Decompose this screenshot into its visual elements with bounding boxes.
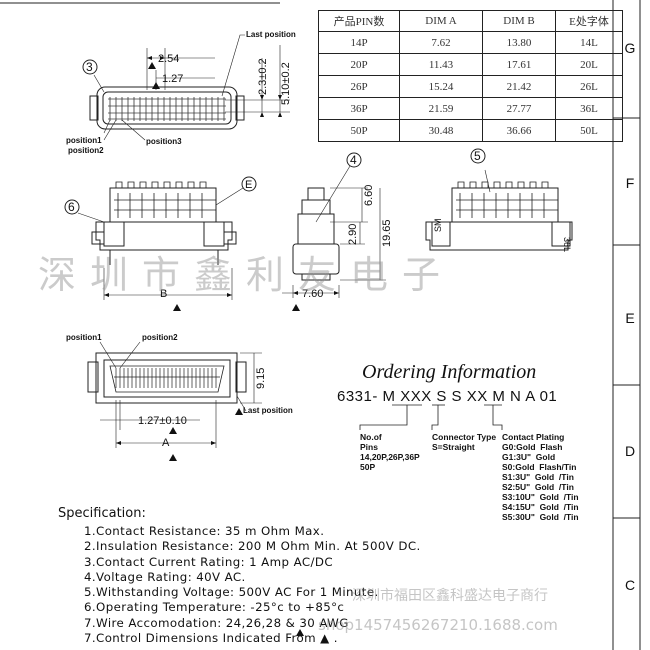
dim-pitch-bottom: 1.27±0.10 — [138, 415, 187, 427]
spec-item: 6.Operating Temperature: -25°c to +85°c — [84, 600, 345, 615]
table-header: DIM B — [482, 10, 556, 32]
contact-plating-note: Contact Plating G0:Gold Flash G1:3U" Gol… — [502, 432, 579, 522]
callout-4: 4 — [350, 153, 357, 167]
control-dim-marker — [148, 62, 156, 69]
dim-2-90: 2.90 — [347, 224, 359, 245]
table-cell: 21.42 — [482, 75, 556, 98]
table-row: 14P 7.62 13.80 14L — [318, 31, 623, 54]
spec-item: 2.Insulation Resistance: 200 M Ohm Min. … — [84, 539, 421, 554]
table-cell: 13.80 — [482, 31, 556, 54]
zone-label-g: G — [624, 40, 636, 56]
dim-6-60: 6.60 — [363, 185, 375, 206]
label-36l: 36L — [562, 237, 572, 252]
spec-item: 3.Contact Current Rating: 1 Amp AC/DC — [84, 554, 333, 569]
side-view — [282, 152, 386, 298]
table-row: 20P 11.43 17.61 20L — [318, 53, 623, 76]
ordering-title: Ordering Information — [362, 361, 537, 383]
table-cell: 14L — [555, 31, 623, 54]
callout-e: E — [245, 179, 252, 191]
position2-top: position2 — [68, 146, 104, 155]
dim-2-3: 2.3±0.2 — [257, 58, 269, 95]
dim-5-10: 5.10±0.2 — [280, 62, 292, 105]
zone-label-c: C — [624, 577, 636, 593]
table-row: 26P 15.24 21.42 26L — [318, 75, 623, 98]
table-cell: 36.66 — [482, 119, 556, 142]
table-header-row: 产品PIN数 DIM A DIM B E处字体 — [318, 10, 623, 32]
table-cell: 21.59 — [399, 97, 483, 120]
table-cell: 15.24 — [399, 75, 483, 98]
specification-list: 1.Contact Resistance: 35 m Ohm Max. 2.In… — [84, 524, 421, 646]
callout-5: 5 — [474, 149, 481, 163]
spec-item: 1.Contact Resistance: 35 m Ohm Max. — [84, 524, 325, 538]
position1-bottom: position1 — [66, 333, 102, 342]
table-cell: 36P — [318, 97, 400, 120]
table-header: 产品PIN数 — [318, 10, 400, 32]
spec-item: 4.Voltage Rating: 40V AC. — [84, 569, 246, 584]
rear-view — [425, 148, 573, 251]
dim-b: B — [160, 288, 167, 300]
watermark-company-small: 深圳市福田区鑫科盛达电子商行 — [352, 588, 548, 604]
specification-title: Specification: — [58, 506, 146, 521]
position2-bottom: position2 — [142, 333, 178, 342]
table-cell: 50L — [555, 119, 623, 142]
table-cell: 11.43 — [399, 53, 483, 76]
top-view — [82, 34, 290, 141]
callout-6: 6 — [68, 200, 75, 214]
dim-9-15: 9.15 — [255, 368, 267, 389]
dimension-table: 产品PIN数 DIM A DIM B E处字体 14P 7.62 13.80 1… — [318, 10, 623, 142]
watermark-site: shop1457456267210.1688.com — [318, 616, 558, 634]
table-cell: 14P — [318, 31, 400, 54]
dim-2-54: 2.54 — [158, 53, 179, 65]
position3-top: position3 — [146, 137, 182, 146]
table-cell: 20L — [555, 53, 623, 76]
zone-label-e: E — [625, 310, 635, 326]
connector-type-note: Connector Type S=Straight — [432, 432, 497, 452]
table-cell: 26P — [318, 75, 400, 98]
label-sm: SM — [433, 219, 443, 233]
dim-7-60: 7.60 — [302, 288, 323, 300]
zone-label-f: F — [625, 175, 635, 191]
table-cell: 27.77 — [482, 97, 556, 120]
bottom-view — [87, 341, 262, 448]
table-row: 36P 21.59 27.77 36L — [318, 97, 623, 120]
table-cell: 7.62 — [399, 31, 483, 54]
dim-a: A — [162, 437, 170, 449]
zone-label-d: D — [624, 443, 636, 459]
spec-item: 7.Wire Accomodation: 24,26,28 & 30 AWG — [84, 615, 349, 630]
dim-19-65: 19.65 — [381, 219, 393, 247]
table-header: E处字体 — [555, 10, 623, 32]
spec-item: 7.Control Dimensions Indicated From ▲ . — [84, 631, 338, 646]
position1-top: position1 — [66, 136, 102, 145]
last-position-top: Last position — [246, 30, 296, 39]
table-cell: 26L — [555, 75, 623, 98]
dim-1-27: 1.27 — [162, 73, 183, 85]
no-of-pins-note: No.of Pins 14,20P,26P,36P 50P — [360, 432, 420, 472]
spec-item: 5.Withstanding Voltage: 500V AC For 1 Mi… — [84, 585, 379, 600]
table-cell: 17.61 — [482, 53, 556, 76]
watermark-company-large: 深圳市鑫利友电子 — [38, 253, 455, 297]
table-cell: 50P — [318, 119, 400, 142]
table-cell: 36L — [555, 97, 623, 120]
front-view — [64, 176, 257, 300]
table-cell: 20P — [318, 53, 400, 76]
ordering-code: 6331- M XXX S S XX M N A 01 — [337, 388, 558, 405]
callout-3: 3 — [86, 60, 93, 74]
ordering-brackets — [359, 404, 503, 430]
table-row: 50P 30.48 36.66 50L — [318, 119, 623, 142]
table-header: DIM A — [399, 10, 483, 32]
last-position-bottom: Last position — [243, 406, 293, 415]
table-cell: 30.48 — [399, 119, 483, 142]
